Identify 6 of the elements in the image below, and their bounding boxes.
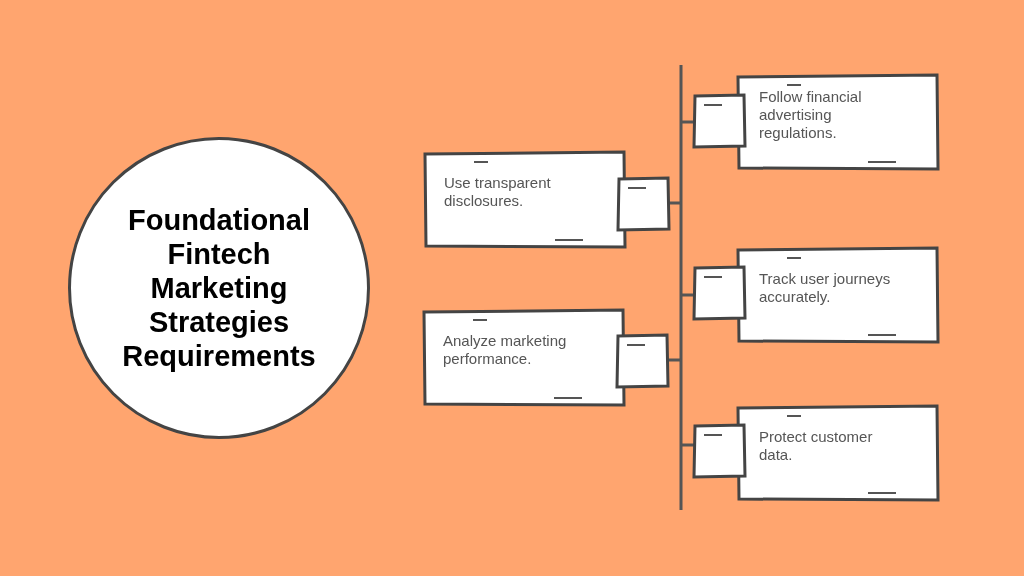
- card-text: Follow financial advertising regulations.: [759, 88, 863, 142]
- card-text: Analyze marketing performance.: [443, 332, 568, 368]
- card-text: Track user journeys accurately.: [759, 270, 892, 306]
- card-text: Protect customer data.: [759, 428, 874, 464]
- circle-title-text: Foundational Fintech Marketing Strategies Requirements: [121, 203, 317, 373]
- card-text: Use transparent disclosures.: [444, 174, 552, 210]
